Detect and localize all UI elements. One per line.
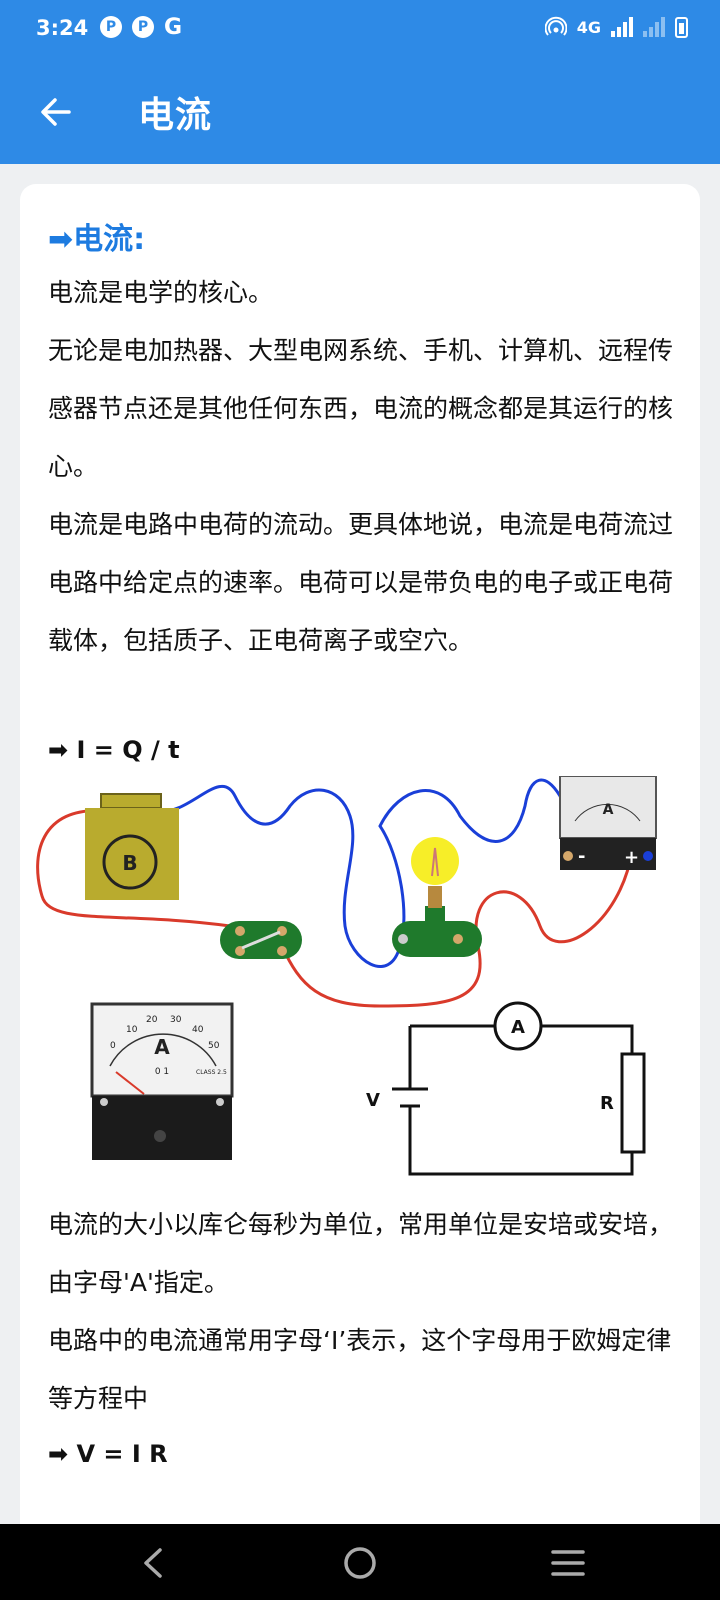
- page-title: 电流: [138, 95, 213, 136]
- schematic-v-label: V: [366, 1090, 380, 1111]
- hotspot-icon: [544, 16, 567, 36]
- back-button[interactable]: [28, 84, 84, 140]
- circuit-schematic: [392, 1001, 646, 1176]
- status-time: 3:24: [36, 16, 89, 40]
- signal-icon: [611, 17, 633, 37]
- battery-icon: [675, 16, 688, 38]
- app-bar: 电流: [0, 60, 720, 164]
- g-icon: G: [164, 15, 183, 40]
- system-icons: 4G: [544, 16, 688, 38]
- content-card: ➡电流: 电流是电学的核心。 无论是电加热器、大型电网系统、手机、计算机、远程传…: [20, 184, 700, 1524]
- notification-icons: P P G: [100, 16, 182, 40]
- network-type: 4G: [576, 17, 601, 37]
- home-nav-icon: [344, 1547, 376, 1579]
- nav-back-button[interactable]: [124, 1538, 184, 1588]
- ammeter-large-label: A: [154, 1035, 170, 1059]
- recents-nav-icon: [551, 1550, 585, 1576]
- paragraph: 电路中的电流通常用字母‘I’表示，这个字母用于欧姆定律等方程中: [48, 1326, 672, 1413]
- schematic-a-label: A: [511, 1017, 525, 1038]
- ammeter-small-label: A: [603, 802, 614, 818]
- scale-tick: 0: [110, 1041, 116, 1051]
- status-bar: 3:24 P P G 4G: [0, 0, 720, 60]
- scale-tick: 10: [126, 1025, 138, 1035]
- formula-current: ➡ I = Q / t: [48, 736, 180, 764]
- ammeter-range: 0 1: [155, 1067, 169, 1077]
- back-nav-icon: [144, 1548, 162, 1578]
- battery-label: B: [122, 851, 137, 875]
- p-icon: P: [132, 16, 154, 38]
- schematic-r-label: R: [600, 1093, 614, 1114]
- scale-tick: 20: [146, 1015, 158, 1025]
- nav-home-button[interactable]: [330, 1538, 390, 1588]
- paragraph: 无论是电加热器、大型电网系统、手机、计算机、远程传感器节点还是其他任何东西，电流…: [48, 336, 674, 481]
- ammeter-small: A - +: [559, 776, 657, 870]
- scale-tick: 40: [192, 1025, 204, 1035]
- arrow-left-icon: [41, 98, 71, 126]
- section-heading: ➡电流:: [48, 222, 146, 257]
- signal-icon-secondary: [643, 17, 665, 37]
- nav-recents-button[interactable]: [538, 1538, 598, 1588]
- battery-component: B: [85, 793, 179, 900]
- paragraph: 电流是电路中电荷的流动。更具体地说，电流是电荷流过电路中给定点的速率。电荷可以是…: [48, 510, 674, 655]
- terminal-plus: +: [624, 847, 639, 868]
- formula-ohm: ➡ V = I R: [48, 1440, 168, 1468]
- scale-tick: 30: [170, 1015, 182, 1025]
- navigation-bar: [0, 1524, 720, 1600]
- scale-tick: 50: [208, 1041, 220, 1051]
- paragraph: 电流是电学的核心。: [48, 278, 274, 307]
- terminal-minus: -: [578, 846, 585, 867]
- paragraph: 电流的大小以库仑每秒为单位，常用单位是安培或安培，由字母'A'指定。: [48, 1210, 674, 1297]
- p-icon: P: [100, 16, 122, 38]
- ammeter-large: 0 10 20 30 40 50 A 0 1 CLASS 2.5: [90, 1002, 234, 1160]
- ammeter-class: CLASS 2.5: [196, 1069, 227, 1076]
- bulb-component: [392, 837, 482, 957]
- switch-component: [220, 921, 302, 959]
- circuit-figure: B A - +: [36, 776, 657, 1176]
